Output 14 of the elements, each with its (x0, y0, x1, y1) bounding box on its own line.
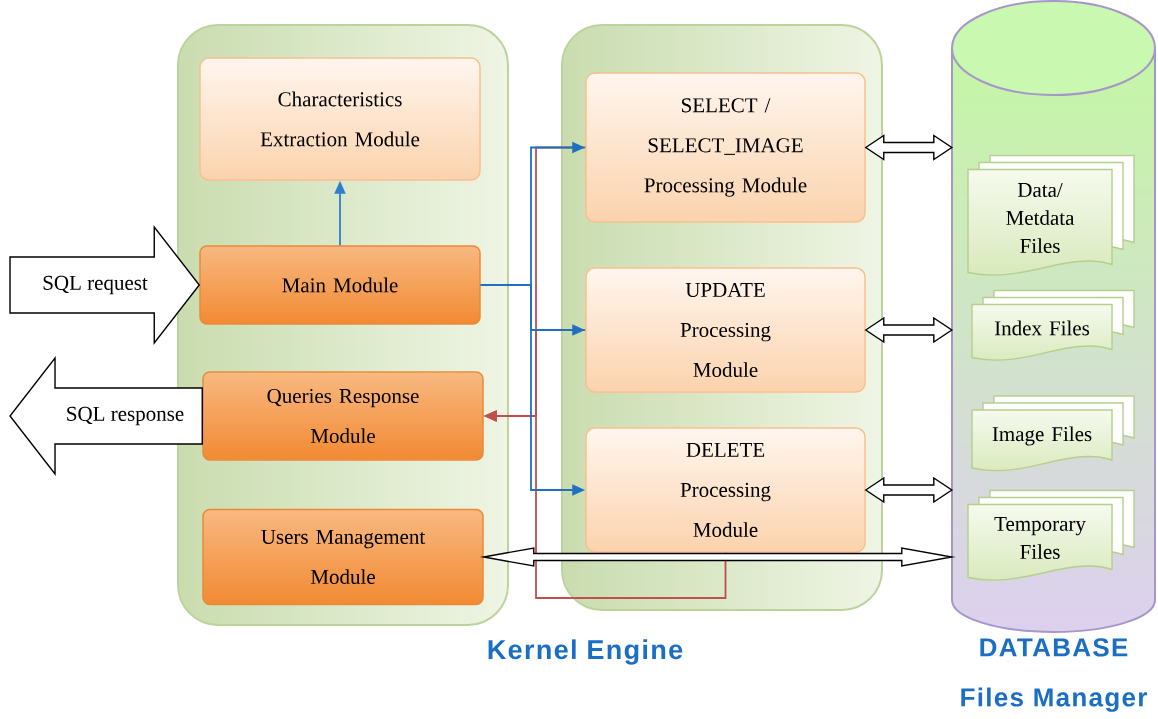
module-box: Characteristics Extraction Module (199, 57, 481, 181)
module-box: SELECT / SELECT_IMAGE Processing Module (585, 72, 866, 223)
file-stack: Temporary Files (967, 489, 1135, 581)
module-box: UPDATE Processing Module (585, 267, 866, 393)
module-box: Main Module (199, 245, 481, 325)
module-box: Users Management Module (202, 508, 484, 606)
file-stack: Index Files (971, 289, 1135, 361)
edge-label: SQL request (41, 274, 149, 296)
caption: Kernel Engine (488, 639, 683, 665)
node-label: DATABASE Files Manager (961, 638, 1148, 712)
file-stack: Image Files (971, 395, 1135, 472)
file-stack: Data/ Metdata Files (967, 154, 1135, 276)
module-box: DELETE Processing Module (585, 427, 866, 553)
module-box: Queries Response Module (202, 371, 484, 461)
